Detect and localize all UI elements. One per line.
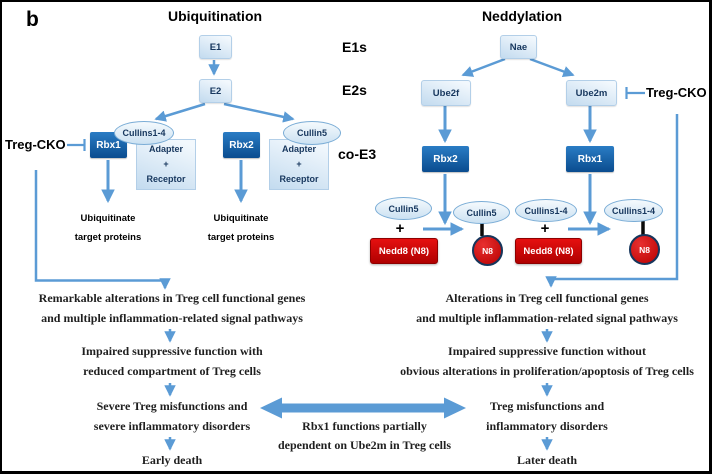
ube2f-box: Ube2f [421,80,471,106]
right-flow-step1-line2: and multiple inflammation-related signal… [416,311,678,325]
arrow-nae-to-ube2f [461,57,506,77]
nedd8-box-cul14: Nedd8 (N8) [515,238,582,264]
elbow-arrow-right-flow [545,114,679,288]
plus-label: + [163,159,169,169]
right-flow-step3-line1: Treg misfunctions and [489,399,605,413]
rbx2-box-ubiquitination: Rbx2 [223,132,260,158]
cullin5-product-ellipse: Cullin5 [453,201,510,224]
left-flow-early-death: Early death [141,453,203,467]
row-label-e1s: E1s [342,39,367,55]
outcome-line: Ubiquitinate [80,213,136,224]
left-flow-step2-line2: reduced compartment of Treg cells [83,364,261,378]
treg-cko-label-left: Treg-CKO [5,137,66,152]
inhibition-tregcko-rbx1 [67,139,86,151]
outcome-line: target proteins [74,232,142,243]
outcome-line: target proteins [207,232,275,243]
rbx2-box-neddylation: Rbx2 [422,146,469,172]
elbow-arrow-left-flow [34,170,171,290]
n8-circle-cul5: N8 [472,235,503,266]
adapter-receptor-box-left: Adapter + Receptor [136,139,196,190]
adapter-label: Adapter [148,144,183,154]
right-flow-later-death: Later death [516,453,578,467]
right-flow-step3-line2: inflammatory disorders [486,419,608,433]
arrow-e2-to-cullins14 [154,102,206,122]
arrow-nae-to-ube2m [529,57,575,77]
cullin5-substrate-ellipse: Cullin5 [375,197,432,220]
right-flow-step1-line1: Alterations in Treg cell functional gene… [445,291,649,305]
right-flow-step2-line2: obvious alterations in proliferation/apo… [400,364,694,378]
left-flow-step3-line1: Severe Treg misfunctions and [96,399,248,413]
left-flow-step1-line1: Remarkable alterations in Treg cell func… [38,291,306,305]
plus-sign: + [395,220,405,237]
e2-box: E2 [199,79,232,103]
outcome-line: Ubiquitinate [213,213,269,224]
e1-box: E1 [199,35,232,59]
adapter-receptor-box-right: Adapter + Receptor [269,139,329,190]
treg-cko-label-right: Treg-CKO [646,85,707,100]
cullins1-4-ellipse-left: Cullins1-4 [114,121,174,145]
rbx1-box-neddylation: Rbx1 [566,146,614,172]
ube2m-box: Ube2m [566,80,617,106]
plus-sign: + [540,220,550,237]
cullin5-ellipse-left: Cullin5 [283,121,341,145]
row-label-co-e3: co-E3 [338,146,377,162]
right-flow-step2-line1: Impaired suppressive function without [448,344,646,358]
row-label-e2s: E2s [342,82,367,98]
plus-label: + [296,159,302,169]
inhibition-tregcko-ube2m [625,87,645,99]
receptor-label: Receptor [279,174,319,184]
center-note-line2: dependent on Ube2m in Treg cells [277,438,451,452]
title-ubiquitination: Ubiquitination [167,8,263,24]
nae-box: Nae [500,35,537,59]
title-neddylation: Neddylation [481,8,563,24]
cullins1-4-product-ellipse: Cullins1-4 [604,199,663,222]
n8-circle-cul14: N8 [629,234,660,265]
cullins1-4-substrate-ellipse: Cullins1-4 [515,199,577,222]
left-flow-step3-line2: severe inflammatory disorders [93,419,251,433]
panel-label: b [26,8,39,31]
adapter-label: Adapter [281,144,316,154]
double-headed-arrow [260,397,466,419]
left-flow-step1-line2: and multiple inflammation-related signal… [41,311,303,325]
left-flow-step2-line1: Impaired suppressive function with [81,344,263,358]
arrow-e2-to-cullin5 [223,102,295,123]
nedd8-box-cul5: Nedd8 (N8) [370,238,438,264]
outcome-ubiquitinate-left: Ubiquitinate target proteins [48,209,168,247]
center-note-line1: Rbx1 functions partially [302,419,427,433]
outcome-ubiquitinate-right: Ubiquitinate target proteins [181,209,301,247]
receptor-label: Receptor [146,174,186,184]
